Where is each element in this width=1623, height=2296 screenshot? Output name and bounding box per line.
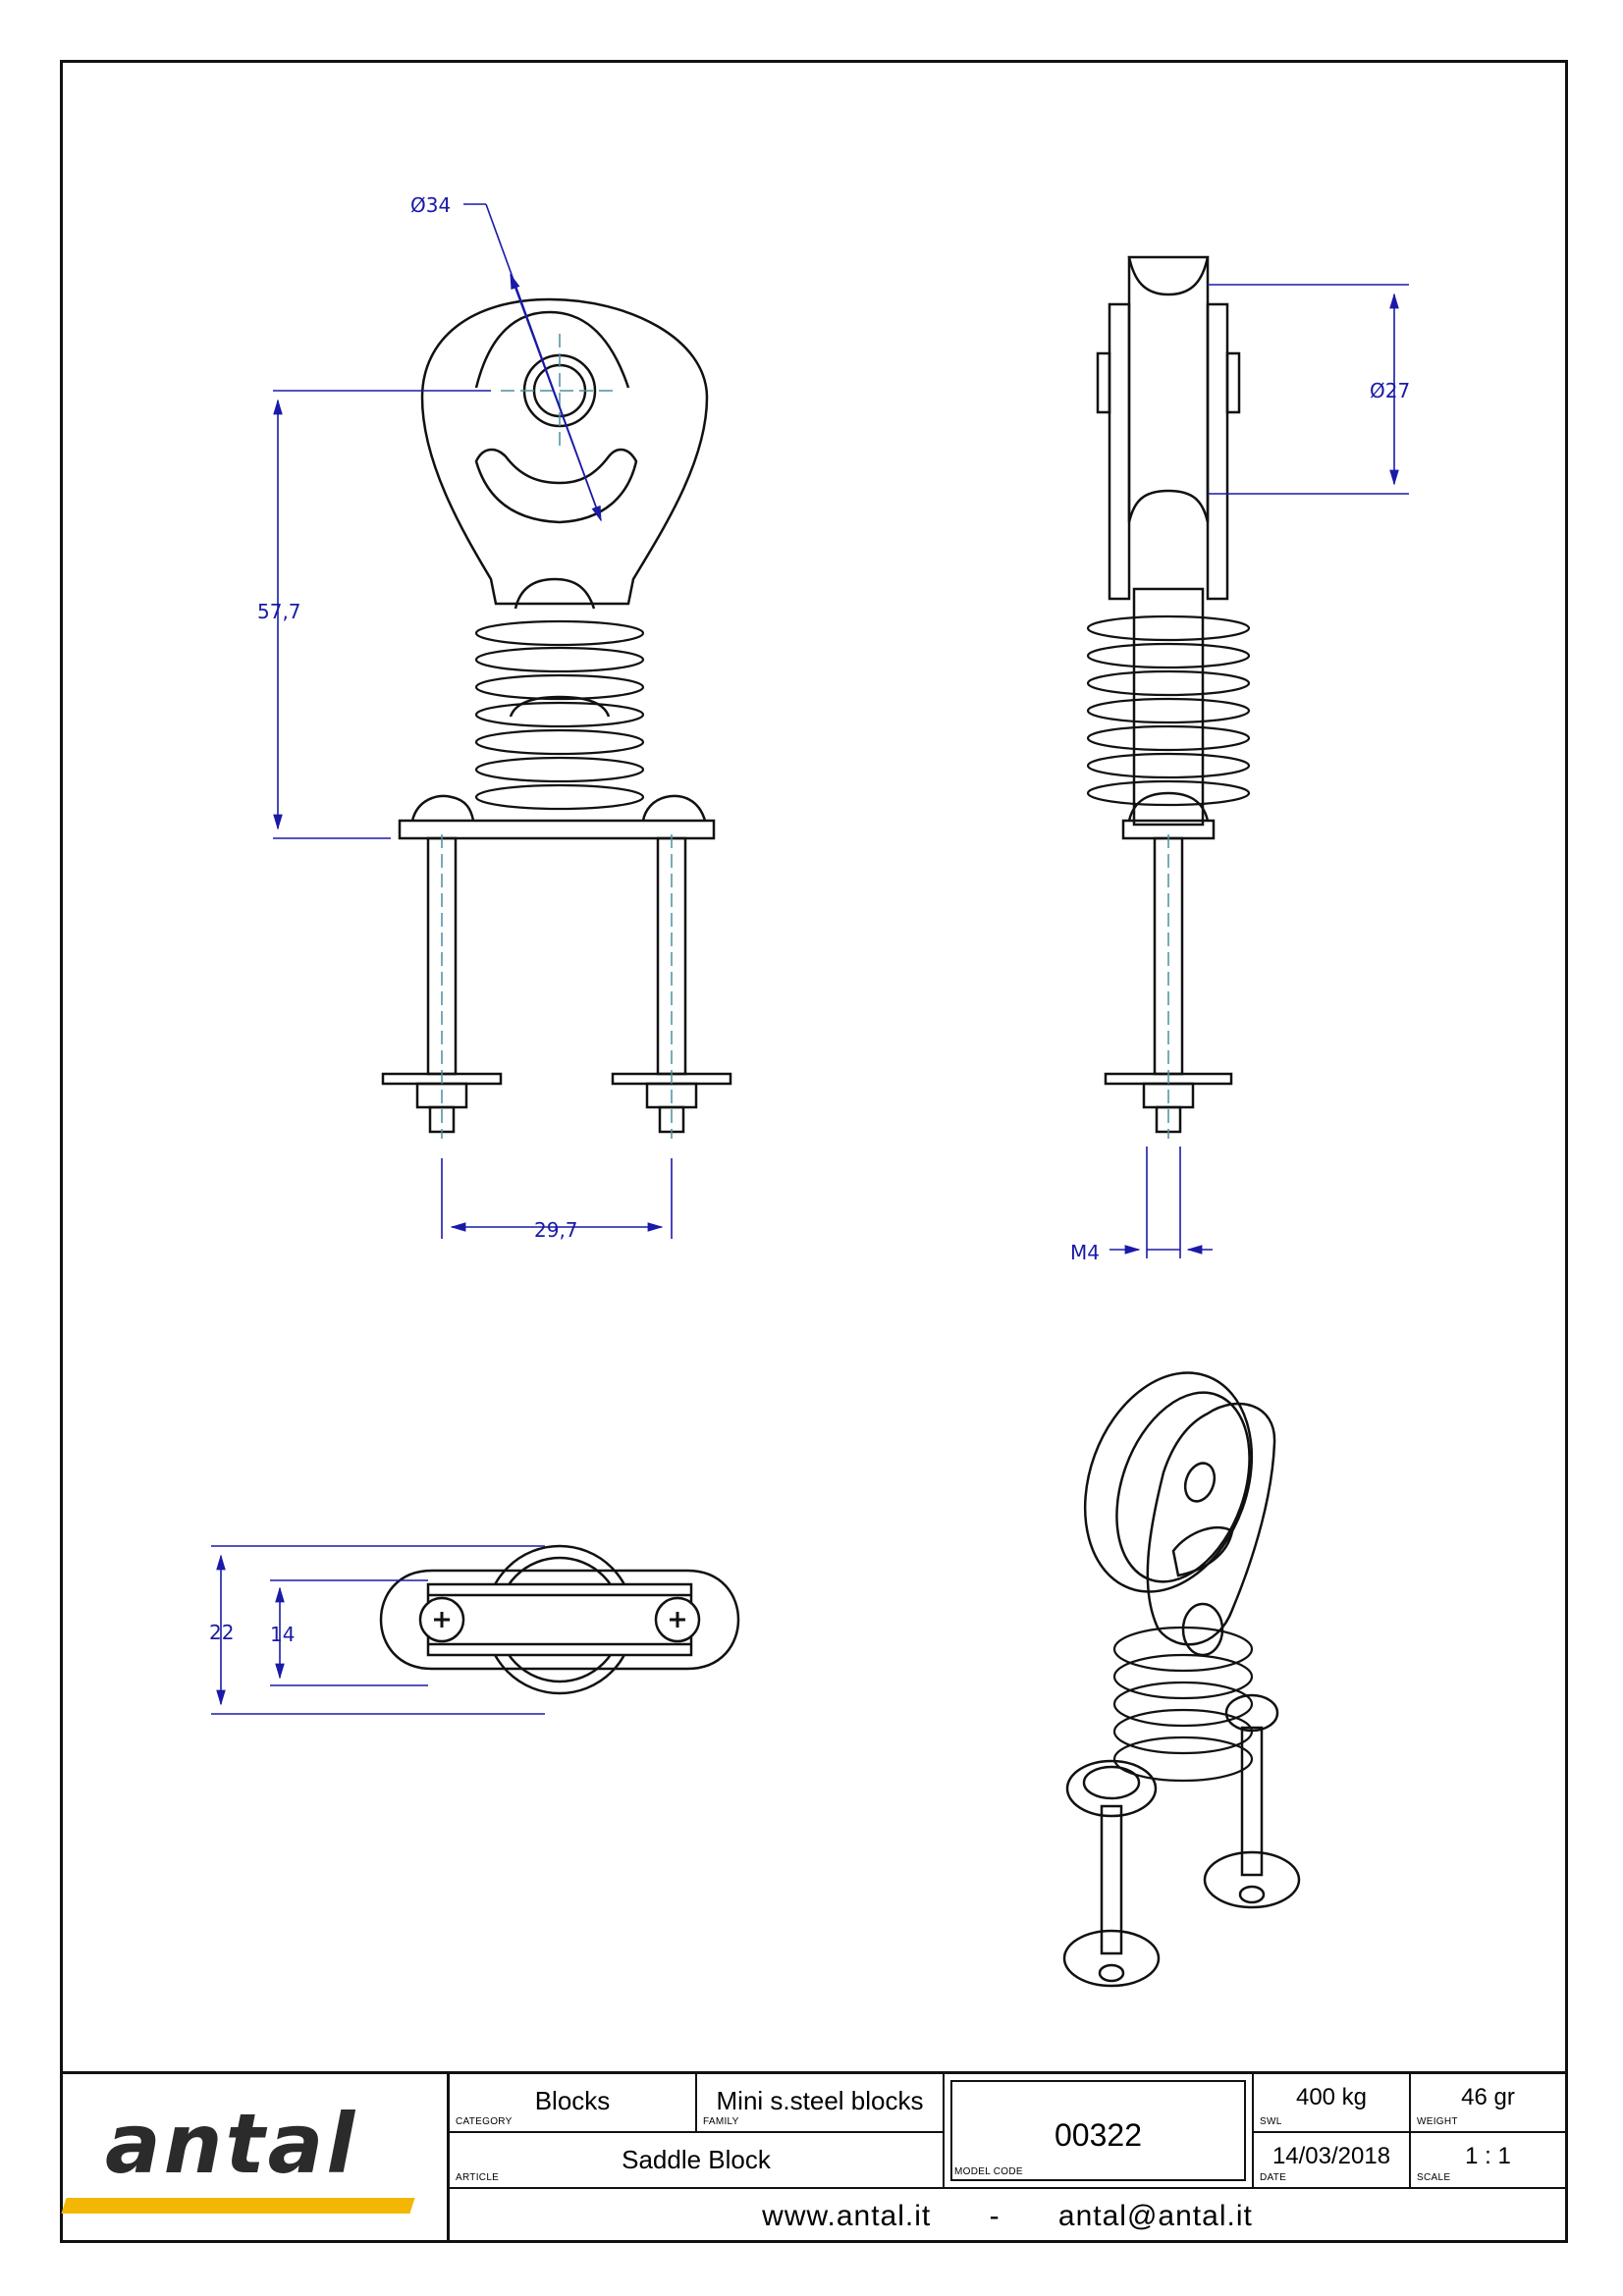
dim-height-57-7: 57,7 (257, 600, 301, 623)
dim-thread-m4: M4 (1070, 1241, 1100, 1264)
dim-diameter-27: Ø27 (1370, 379, 1410, 402)
email-link[interactable]: antal@antal.it (1057, 2200, 1253, 2232)
technical-drawing: Ø34 Ø27 57,7 29,7 M4 22 14 (209, 193, 1410, 1988)
family-value: Mini s.steel blocks (716, 2086, 924, 2115)
date-cell: 14/03/2018 DATE (1254, 2133, 1411, 2189)
website-link[interactable]: www.antal.it (762, 2200, 932, 2232)
front-view (381, 297, 732, 1134)
cheek-plate-outline (420, 297, 709, 606)
model-code-cell: 00322 MODEL CODE (945, 2074, 1254, 2189)
category-cell: Blocks CATEGORY (450, 2074, 697, 2133)
top-view (379, 1544, 740, 1695)
article-value: Saddle Block (622, 2145, 771, 2174)
dim-depth-22: 22 (209, 1621, 234, 1644)
center-lines-front (441, 334, 673, 1139)
contact-cell: www.antal.it - antal@antal.it (450, 2189, 1565, 2243)
article-label: ARTICLE (456, 2172, 500, 2183)
saddle-base (398, 819, 716, 840)
model-code-value: 00322 (1055, 2117, 1142, 2153)
top-base-outline (379, 1569, 740, 1671)
category-value: Blocks (534, 2086, 611, 2115)
model-code-label: MODEL CODE (954, 2166, 1023, 2177)
iso-spring (1112, 1626, 1254, 1783)
scale-label: SCALE (1417, 2172, 1451, 2183)
dim-diameter-34: Ø34 (410, 193, 451, 217)
scale-value: 1 : 1 (1465, 2143, 1511, 2169)
swl-cell: 400 kg SWL (1254, 2074, 1411, 2133)
sheave-profile (1127, 255, 1210, 296)
weight-label: WEIGHT (1417, 2116, 1458, 2127)
dim-depth-14: 14 (270, 1623, 295, 1646)
family-cell: Mini s.steel blocks FAMILY (697, 2074, 945, 2133)
logo-cell: antal (60, 2074, 450, 2243)
family-label: FAMILY (703, 2116, 739, 2127)
swl-label: SWL (1260, 2116, 1282, 2127)
kidney-slot (474, 448, 638, 524)
dim-width-29-7: 29,7 (534, 1218, 578, 1242)
drawing-frame (60, 60, 1568, 2243)
weight-cell: 46 gr WEIGHT (1411, 2074, 1565, 2133)
date-label: DATE (1260, 2172, 1287, 2183)
iso-washer-left (1062, 1929, 1161, 1988)
article-cell: Saddle Block ARTICLE (450, 2133, 945, 2189)
iso-cheek (1146, 1402, 1276, 1646)
scale-cell: 1 : 1 SCALE (1411, 2133, 1565, 2189)
dimension-lines (211, 203, 1409, 1715)
title-block: antal Blocks CATEGORY Mini s.steel block… (60, 2071, 1568, 2243)
logo-text: antal (105, 2096, 358, 2192)
spring-side (1086, 614, 1251, 807)
contact-separator: - (989, 2200, 1001, 2232)
spring-front (474, 619, 645, 811)
isometric-view (1062, 1371, 1301, 1988)
side-cheek (1108, 302, 1131, 601)
swl-value: 400 kg (1295, 2084, 1368, 2110)
iso-sheave (1083, 1371, 1254, 1593)
cheek-inner-outline (474, 310, 630, 389)
weight-value: 46 gr (1461, 2084, 1515, 2110)
logo-stripe (61, 2198, 415, 2214)
category-label: CATEGORY (456, 2116, 513, 2127)
iso-washer-right (1203, 1850, 1301, 1909)
date-value: 14/03/2018 (1271, 2143, 1391, 2169)
